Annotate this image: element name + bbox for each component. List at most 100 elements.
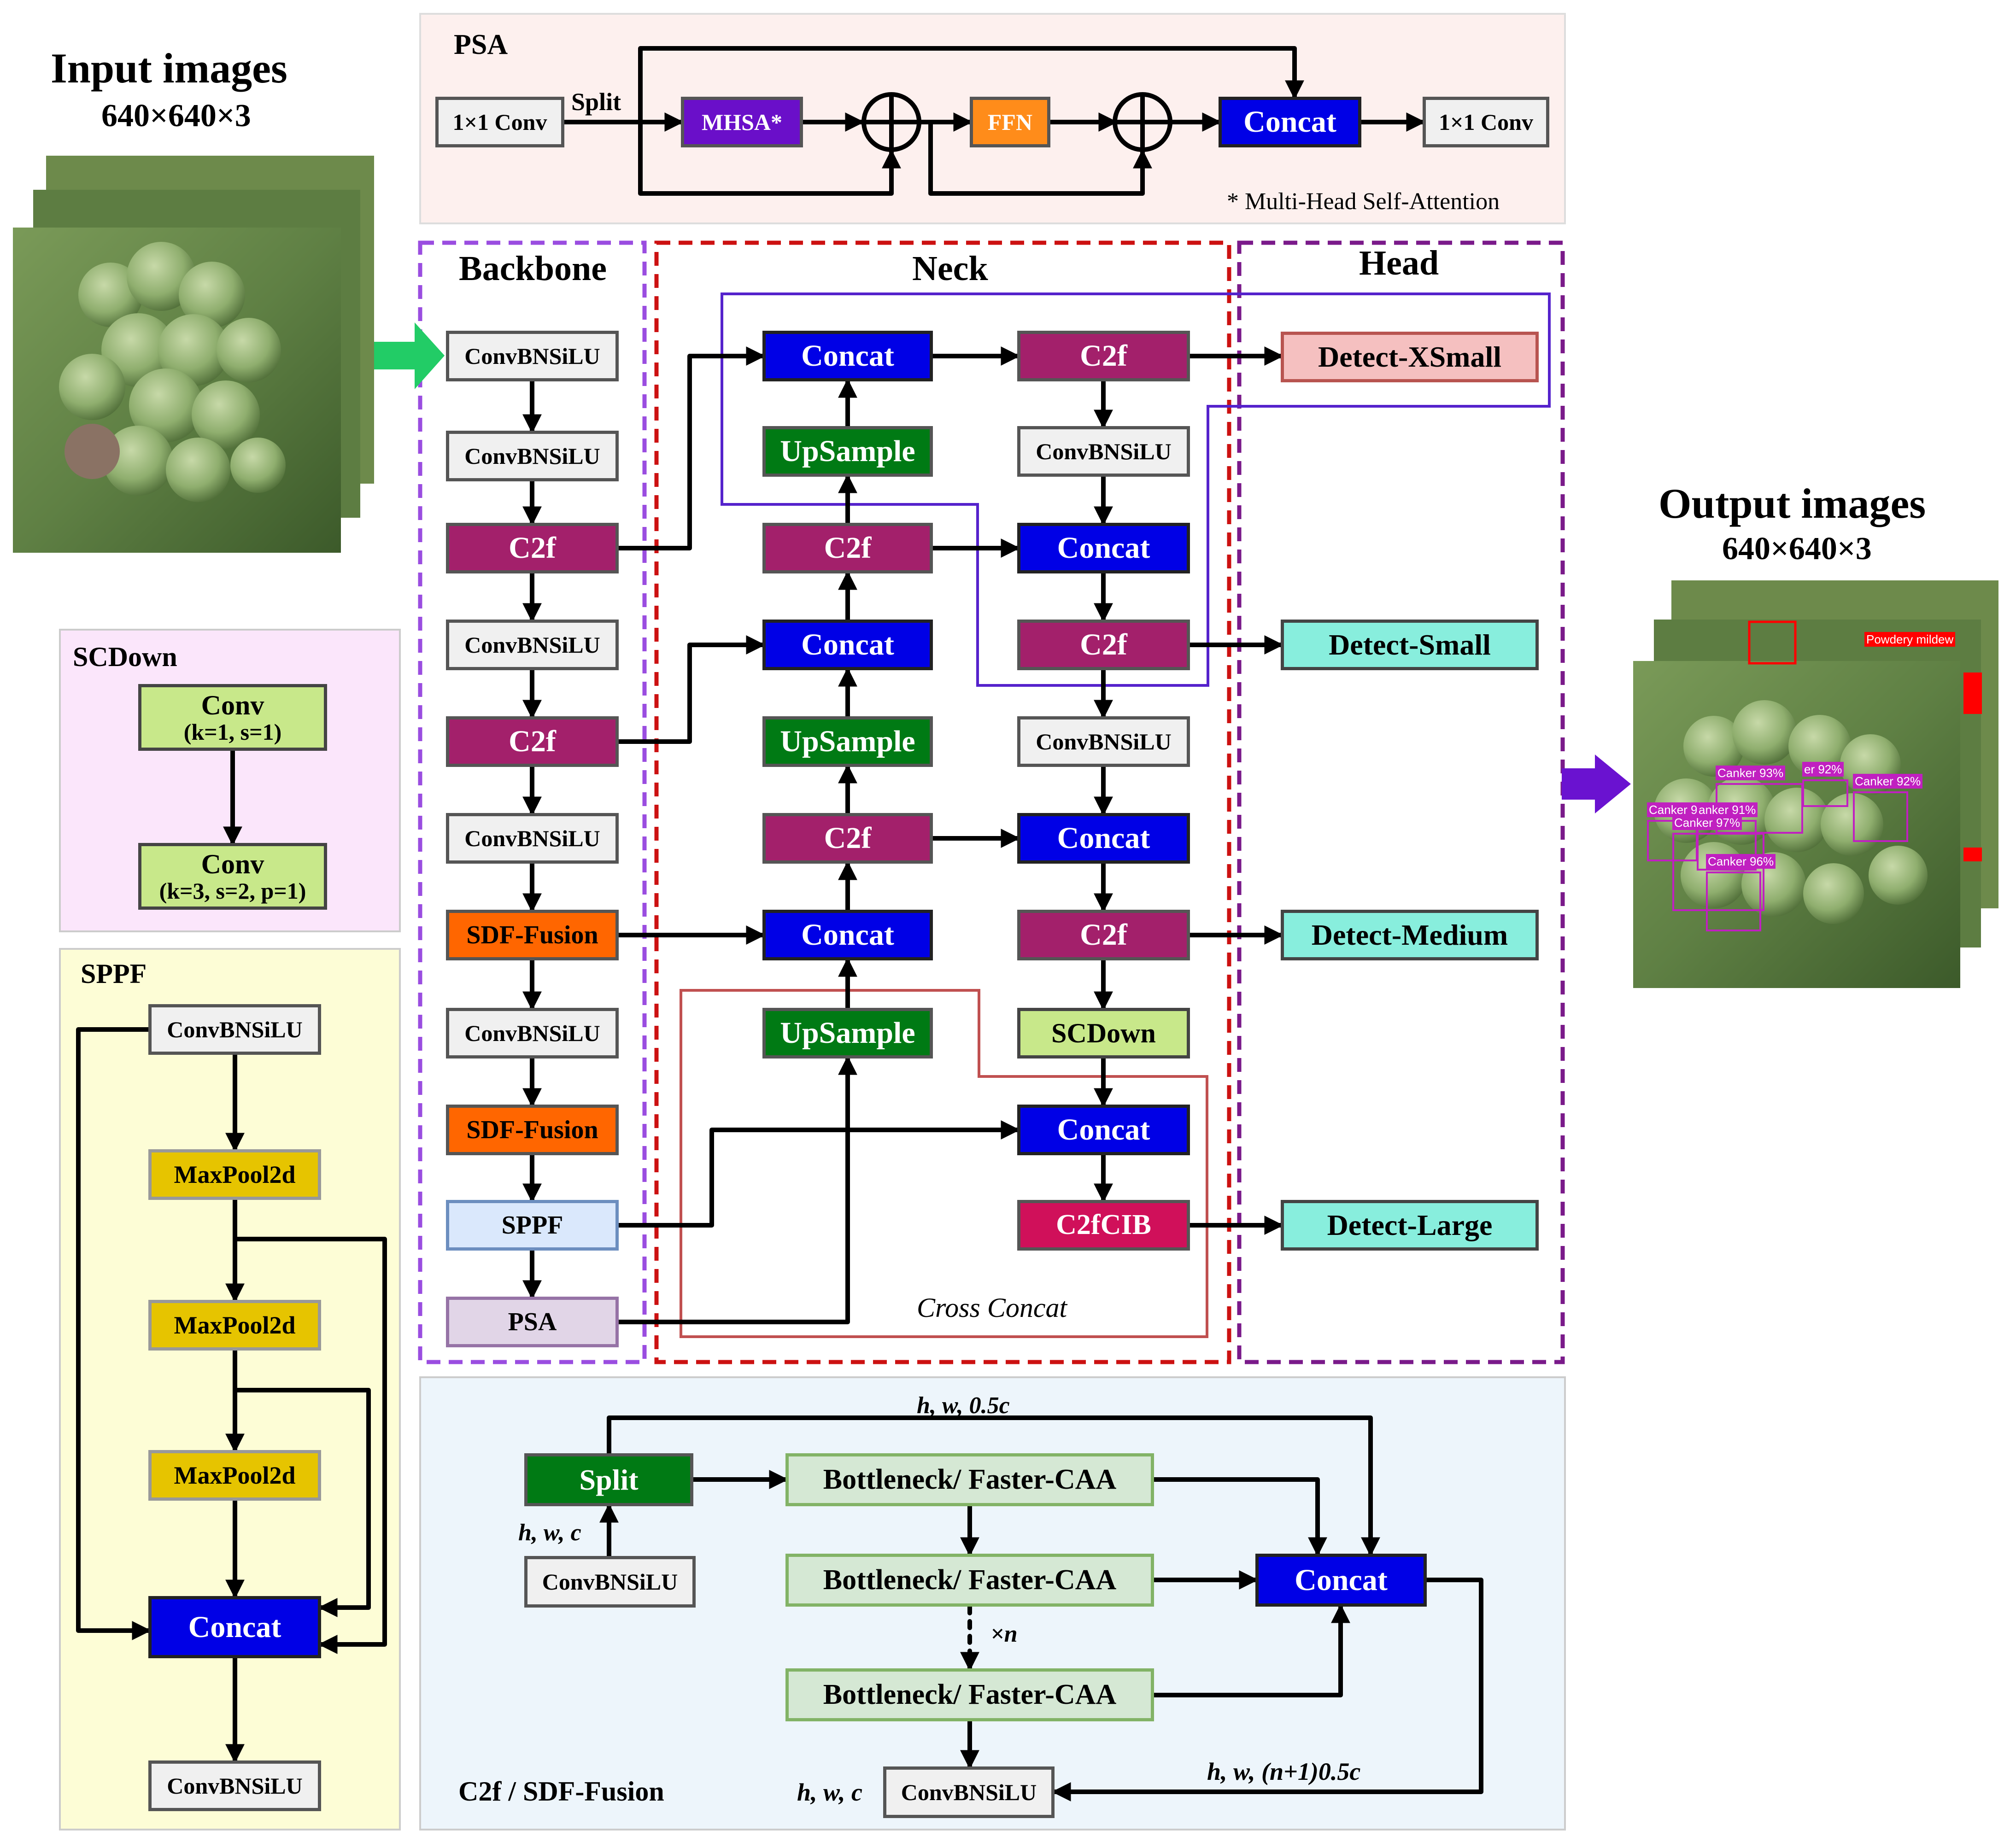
c2f-conv-out: ConvBNSiLU xyxy=(883,1766,1055,1818)
c2f-in-dims: h, w, c xyxy=(518,1520,581,1546)
backbone-node-6: SDF-Fusion xyxy=(446,910,619,960)
detection-box-7 xyxy=(1706,871,1761,931)
connector-32 xyxy=(616,346,766,550)
head-node-1: Detect-Small xyxy=(1281,620,1539,670)
psa-concat-label: Concat xyxy=(1243,105,1336,139)
detection-label-0: Powdery mildew xyxy=(1864,632,1956,647)
output-title: Output images xyxy=(1658,480,1926,527)
neck-left-7-label: UpSample xyxy=(780,1016,915,1050)
backbone-node-8-label: SDF-Fusion xyxy=(466,1115,598,1144)
backbone-node-4: C2f xyxy=(446,716,619,767)
c2f-title: C2f / SDF-Fusion xyxy=(458,1776,664,1807)
psa-title: PSA xyxy=(454,29,508,60)
psa-mhsa: MHSA* xyxy=(681,97,803,147)
neck-left-6-label: Concat xyxy=(801,918,894,952)
backbone-node-7: ConvBNSiLU xyxy=(446,1008,619,1059)
connector-36 xyxy=(616,1055,857,1324)
input-arrow xyxy=(374,322,445,389)
detection-label-3: Canker 92% xyxy=(1853,774,1923,789)
scdown-conv1-label: Conv xyxy=(201,690,264,720)
neck-right-0-label: C2f xyxy=(1080,339,1127,373)
backbone-node-10: PSA xyxy=(446,1297,619,1347)
c2f-bottleneck1: Bottleneck/ Faster-CAA xyxy=(785,1453,1154,1506)
sppf-conv-out: ConvBNSiLU xyxy=(148,1760,321,1811)
neck-right-6-label: C2f xyxy=(1080,918,1127,952)
connector-69 xyxy=(1051,1578,1483,1801)
backbone-node-5: ConvBNSiLU xyxy=(446,813,619,864)
c2f-conv-in: ConvBNSiLU xyxy=(524,1556,696,1608)
neck-group xyxy=(654,240,1231,1364)
backbone-node-9-label: SPPF xyxy=(501,1211,563,1240)
backbone-node-8: SDF-Fusion xyxy=(446,1105,619,1155)
backbone-node-3: ConvBNSiLU xyxy=(446,620,619,670)
psa-note: * Multi-Head Self-Attention xyxy=(1227,188,1500,215)
input-image-stack xyxy=(13,156,374,553)
sppf-pool3: MaxPool2d xyxy=(148,1450,321,1501)
sppf-pool3-label: MaxPool2d xyxy=(174,1461,296,1489)
sppf-pool1: MaxPool2d xyxy=(148,1149,321,1200)
sppf-pool1-label: MaxPool2d xyxy=(174,1160,296,1188)
detection-box-2 xyxy=(1802,779,1848,807)
neck-left-0-label: Concat xyxy=(801,339,894,373)
detection-label-7: Canker 96% xyxy=(1706,854,1776,869)
connector-33 xyxy=(616,635,766,744)
neck-left-4-label: UpSample xyxy=(780,725,915,759)
neck-right-0: C2f xyxy=(1017,331,1190,381)
c2f-bottleneck3: Bottleneck/ Faster-CAA xyxy=(785,1668,1154,1721)
c2f-concat-dims: h, w, (n+1)0.5c xyxy=(1207,1758,1361,1785)
head-node-1-label: Detect-Small xyxy=(1329,628,1491,661)
c2f-bottleneck3-label: Bottleneck/ Faster-CAA xyxy=(823,1678,1117,1710)
head-group xyxy=(1237,240,1565,1364)
backbone-node-2: C2f xyxy=(446,523,619,573)
neck-right-6: C2f xyxy=(1017,910,1190,960)
c2f-bottleneck2: Bottleneck/ Faster-CAA xyxy=(785,1554,1154,1607)
c2f-concat-label: Concat xyxy=(1295,1563,1388,1597)
c2f-concat: Concat xyxy=(1255,1554,1427,1607)
backbone-node-7-label: ConvBNSiLU xyxy=(464,1020,600,1046)
neck-left-4: UpSample xyxy=(762,716,933,767)
backbone-node-6-label: SDF-Fusion xyxy=(466,920,598,949)
output-size: 640×640×3 xyxy=(1722,531,1872,567)
neck-right-2-label: Concat xyxy=(1057,531,1150,565)
neck-right-7-label: SCDown xyxy=(1051,1018,1156,1048)
c2f-conv-in-label: ConvBNSiLU xyxy=(542,1568,678,1595)
backbone-node-1-label: ConvBNSiLU xyxy=(464,443,600,469)
c2f-conv-out-label: ConvBNSiLU xyxy=(901,1779,1037,1805)
sppf-conv-in: ConvBNSiLU xyxy=(148,1004,321,1055)
psa-conv-out: 1×1 Conv xyxy=(1423,97,1549,147)
backbone-node-0-label: ConvBNSiLU xyxy=(464,343,600,369)
neck-right-4: ConvBNSiLU xyxy=(1017,716,1190,767)
scdown-conv2: Conv(k=3, s=2, p=1) xyxy=(138,843,327,910)
neck-left-1: UpSample xyxy=(762,426,933,477)
c2f-split: Split xyxy=(524,1453,693,1506)
xsmall-highlight-path xyxy=(721,292,1551,687)
c2f-branch-dims: h, w, 0.5c xyxy=(917,1392,1010,1419)
psa-ffn: FFN xyxy=(970,97,1050,147)
output-arrow xyxy=(1562,754,1631,813)
connector-7 xyxy=(638,46,1304,124)
psa-concat: Concat xyxy=(1219,97,1361,147)
scdown-conv1-params: (k=1, s=1) xyxy=(183,719,282,745)
sppf-title: SPPF xyxy=(81,959,147,989)
psa-conv-in: 1×1 Conv xyxy=(435,97,564,147)
neck-left-6: Concat xyxy=(762,910,933,960)
backbone-node-5-label: ConvBNSiLU xyxy=(464,825,600,851)
psa-mhsa-label: MHSA* xyxy=(702,109,782,135)
c2f-split-label: Split xyxy=(579,1463,639,1496)
psa-conv-in-label: 1×1 Conv xyxy=(452,109,547,135)
backbone-node-10-label: PSA xyxy=(508,1307,557,1336)
connector-20 xyxy=(233,1237,387,1654)
detection-box-6 xyxy=(1672,833,1764,911)
connector-6 xyxy=(638,120,901,196)
neck-right-5-label: Concat xyxy=(1057,821,1150,855)
scdown-conv2-params: (k=3, s=2, p=1) xyxy=(159,877,306,904)
neck-left-5-label: C2f xyxy=(824,821,872,855)
psa-split-label: Split xyxy=(571,88,621,116)
connector-63 xyxy=(1152,1477,1327,1557)
detection-label-6: Canker 97% xyxy=(1672,815,1742,830)
backbone-title: Backbone xyxy=(459,249,607,288)
scdown-conv2-label: Conv xyxy=(201,848,264,879)
neck-right-5: Concat xyxy=(1017,813,1190,864)
sppf-concat-label: Concat xyxy=(188,1610,281,1644)
connector-65 xyxy=(1152,1603,1350,1697)
